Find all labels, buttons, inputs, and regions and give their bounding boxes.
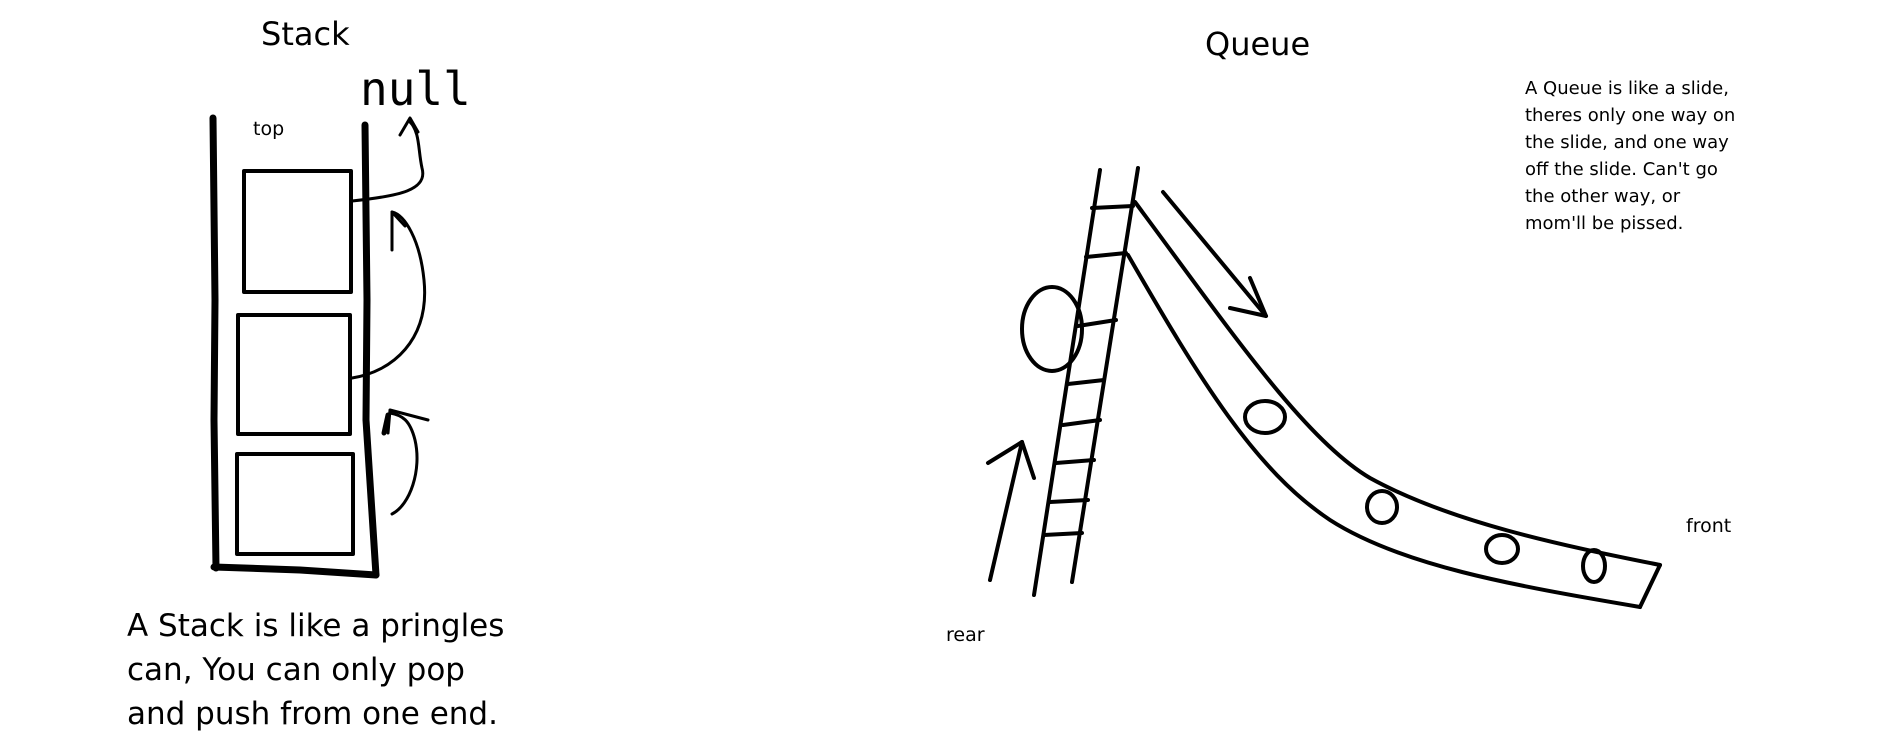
stack-element-top (242, 169, 353, 294)
slide-rider-3 (1484, 533, 1520, 565)
stack-element-bottom (235, 452, 355, 556)
queue-description-line: A Queue is like a slide, (1525, 78, 1729, 99)
stack-pointer-bottom-to-middle (388, 411, 419, 516)
queue-description-line: theres only one way on (1525, 105, 1736, 126)
person-climbing (1020, 285, 1084, 373)
slide-rider-4 (1581, 548, 1607, 584)
stack-title: Stack (261, 15, 350, 53)
queue-rear-label: rear (946, 624, 985, 646)
slide-top-edge (1133, 200, 1662, 567)
slide-rider-2 (1365, 489, 1399, 525)
stack-description-line: can, You can only pop (127, 652, 465, 688)
stack-description-line: and push from one end. (127, 696, 498, 732)
queue-description: A Queue is like a slide, theres only one… (1525, 75, 1785, 237)
stack-top-label: top (253, 118, 285, 140)
stack-pointer-bottom-mark (381, 412, 391, 436)
queue-description-line: the slide, and one way (1525, 132, 1729, 153)
stack-pointer-middle-to-top-arrowhead (390, 210, 407, 252)
stack-pointer-top-to-null (350, 120, 425, 203)
stack-pointer-middle-to-top (350, 210, 427, 380)
ladder-right-rail (1070, 166, 1140, 584)
stack-null-label: null (360, 62, 471, 116)
queue-description-line: mom'll be pissed. (1525, 213, 1684, 234)
arrow-down-slide-head (1228, 276, 1268, 318)
arrow-down-slide (1161, 190, 1268, 318)
stack-can-bottom (210, 563, 380, 579)
queue-title: Queue (1205, 25, 1311, 63)
stack-pointer-top-to-null-arrowhead (398, 116, 420, 137)
queue-front-label: front (1686, 515, 1732, 537)
arrow-up-ladder (988, 440, 1024, 582)
stack-can-right-wall (361, 121, 380, 579)
slide-rider-1 (1243, 399, 1287, 435)
stack-can-left-wall (209, 114, 220, 572)
stack-diagram (209, 114, 430, 579)
queue-diagram (986, 166, 1662, 609)
queue-description-line: off the slide. Can't go (1525, 159, 1718, 180)
slide-end (1638, 563, 1662, 609)
arrow-up-ladder-head (986, 440, 1036, 480)
queue-description-line: the other way, or (1525, 186, 1681, 207)
stack-element-middle (236, 313, 352, 436)
stack-pointer-bottom-to-middle-arrowhead (386, 408, 430, 435)
slide-bottom-edge (1126, 253, 1642, 609)
stack-description-line: A Stack is like a pringles (127, 608, 505, 644)
ladder-rungs (1042, 204, 1135, 537)
stack-description: A Stack is like a pringles can, You can … (127, 604, 547, 736)
